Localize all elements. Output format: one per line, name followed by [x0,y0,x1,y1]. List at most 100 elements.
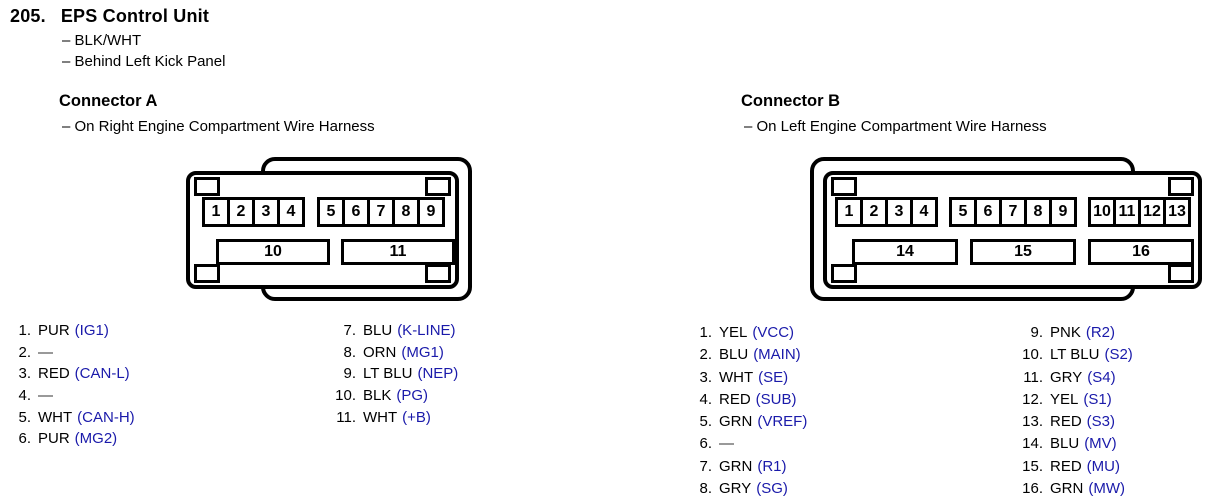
pin-number: 7. [699,457,712,475]
pin-list-row: 13.RED(S3) [1008,413,1133,435]
pin-cavity-13: 13 [1163,197,1191,227]
pin-list-row: 4. — [6,387,135,409]
pin-cavity-5: 5 [949,197,977,227]
pin-number: 2. [699,346,712,364]
pin-list-row: 5.WHT(CAN-H) [6,408,135,431]
pin-cavity-16: 16 [1088,239,1194,265]
wire-color: LT BLU [1050,346,1100,364]
wire-color: WHT [363,408,398,426]
connector-a-title: Connector A [59,92,158,110]
connector-a-bottom-pin-row: 10 11 [216,239,455,265]
signal-name: (NEP) [417,365,459,383]
pin-list-row: 2.BLU(MAIN) [690,346,807,368]
pin-number: 10. [1022,346,1043,364]
pin-cavity-4: 4 [910,197,938,227]
pin-number: 14. [1022,435,1043,453]
wire-color: — [719,435,734,453]
note-location: – Behind Left Kick Panel [62,52,226,70]
corner-tab [425,177,451,196]
corner-tab [1168,264,1194,283]
pin-cavity-7: 7 [999,197,1027,227]
pin-number: 16. [1022,480,1043,498]
pin-number: 4. [18,387,31,405]
wire-color: PNK [1050,324,1081,341]
pin-number: 8. [343,343,356,361]
wire-color: RED [1050,457,1082,475]
signal-name: (CAN-L) [74,365,130,383]
signal-name: (+B) [402,408,431,426]
pin-cavity-10: 10 [216,239,330,265]
pin-cavity-4: 4 [277,197,305,227]
pin-cavity-9: 9 [417,197,445,227]
pin-number: 12. [1022,390,1043,408]
pin-list-row: 14.BLU(MV) [1008,435,1133,457]
pin-list-row: 16.GRN(MW) [1008,480,1133,502]
pin-list-row: 9.PNK(R2) [1008,324,1133,346]
pin-number: 6. [699,435,712,453]
wire-color: ORN [363,343,397,361]
wire-color: YEL [719,324,748,341]
pin-list-row: 15.RED(MU) [1008,458,1133,480]
signal-name: (MU) [1086,457,1120,475]
wire-color: WHT [38,408,73,426]
wire-color: — [38,387,53,405]
wire-color: RED [38,365,70,383]
pin-number: 13. [1022,413,1043,431]
signal-name: (CAN-H) [77,408,135,426]
signal-name: (MG2) [74,430,118,448]
page-title: EPS Control Unit [60,6,210,26]
pin-list-row: 8. ORN(MG1) [326,344,458,366]
connector-a-note: – On Right Engine Compartment Wire Harne… [62,118,375,135]
note-wire-color: – BLK/WHT [62,32,142,49]
signal-name: (IG1) [74,322,109,339]
corner-tab [425,264,451,283]
pin-number: 9. [1030,324,1043,341]
pin-number: 11. [1023,368,1043,386]
connector-b-note: – On Left Engine Compartment Wire Harnes… [744,118,1047,135]
wire-color: GRN [719,457,753,475]
pin-cavity-6: 6 [974,197,1002,227]
corner-tab [194,264,220,283]
pin-cavity-11: 11 [341,239,455,265]
signal-name: (MG1) [401,343,444,361]
corner-tab [194,177,220,196]
wire-color: BLU [719,346,749,364]
pin-list-row: 8.GRY(SG) [690,480,807,502]
pin-cavity-1: 1 [835,197,863,227]
pin-cavity-11: 11 [1113,197,1141,227]
pin-number: 1. [18,322,31,339]
page-header: 205. EPS Control Unit [10,6,209,27]
wire-color: GRN [719,413,753,431]
pin-number: 5. [699,413,712,431]
connector-b-pin-list-left: 1.YEL(VCC)2.BLU(MAIN)3.WHT(SE)4.RED(SUB)… [690,324,807,502]
wire-color: WHT [719,368,754,386]
pin-number: 9. [343,365,356,383]
pin-cavity-5: 5 [317,197,345,227]
connector-a-pin-list-right: 7.BLU(K-LINE)8.ORN(MG1)9.LT BLU(NEP)10.B… [326,322,458,430]
corner-tab [1168,177,1194,196]
pin-number: 2. [18,343,31,361]
corner-tab [831,264,857,283]
pin-number: 3. [18,365,31,383]
signal-name: (K-LINE) [397,322,456,339]
pin-number: 3. [699,368,712,386]
pin-cavity-2: 2 [860,197,888,227]
signal-name: (VREF) [757,413,808,431]
wire-color: PUR [38,322,70,339]
pin-list-row: 11.WHT(+B) [326,409,458,431]
pin-list-row: 1. PUR(IG1) [6,322,135,344]
signal-name: (MW) [1088,480,1125,498]
pin-cavity-8: 8 [392,197,420,227]
pin-list-row: 3. RED(CAN-L) [6,365,135,387]
page-notes: – BLK/WHT – Behind Left Kick Panel [62,31,225,72]
wire-color: PUR [38,430,70,448]
connector-a-pin-list-left: 1.PUR(IG1)2.—3.RED(CAN-L)4.—5.WHT(CAN-H)… [6,322,135,452]
